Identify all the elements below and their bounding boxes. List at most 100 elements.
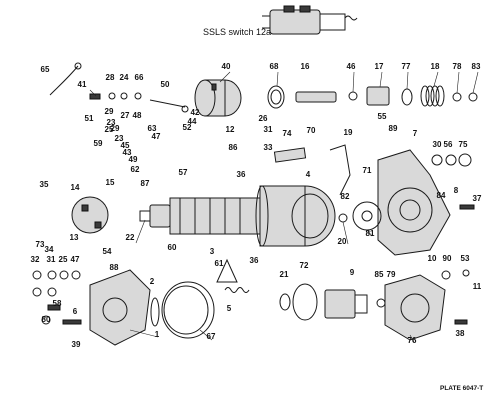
callout-3: 3: [210, 247, 215, 256]
callout-67: 67: [207, 332, 216, 341]
callout-62: 62: [131, 165, 140, 174]
callout-25: 25: [59, 255, 68, 264]
callout-47: 47: [152, 132, 161, 141]
callout-31: 31: [264, 125, 273, 134]
lead-wire: [49, 65, 79, 96]
callout-51: 51: [85, 114, 94, 123]
callout-4: 4: [306, 170, 311, 179]
callout-8: 8: [454, 186, 459, 195]
callout-37: 37: [473, 194, 482, 203]
callout-7: 7: [413, 129, 418, 138]
callout-27: 27: [121, 111, 130, 120]
callout-84: 84: [437, 191, 446, 200]
callout-56: 56: [444, 140, 453, 149]
callout-65: 65: [41, 65, 50, 74]
callout-82: 82: [341, 192, 350, 201]
callout-15: 15: [106, 178, 115, 187]
callout-18: 18: [431, 62, 440, 71]
callout-17: 17: [375, 62, 384, 71]
callout-28: 28: [106, 73, 115, 82]
callout-81: 81: [366, 229, 375, 238]
callout-80: 80: [42, 315, 51, 324]
callout-16: 16: [301, 62, 310, 71]
callout-19: 19: [344, 128, 353, 137]
callout-1: 1: [155, 330, 160, 339]
callout-52: 52: [183, 123, 192, 132]
callout-71: 71: [363, 166, 372, 175]
callout-14: 14: [71, 183, 80, 192]
callout-70: 70: [307, 126, 316, 135]
callout-83: 83: [472, 62, 481, 71]
solenoid-body: [194, 79, 242, 117]
nose-housing: [384, 274, 446, 341]
callout-48: 48: [133, 111, 142, 120]
callout-89: 89: [389, 124, 398, 133]
shift-lever: [329, 144, 351, 196]
callout-47: 47: [71, 255, 80, 264]
callout-29: 29: [105, 107, 114, 116]
callout-74: 74: [283, 129, 292, 138]
callout-25: 25: [105, 125, 114, 134]
callout-46: 46: [347, 62, 356, 71]
return-spring: [224, 287, 250, 293]
callout-2: 2: [150, 277, 155, 286]
callout-57: 57: [179, 168, 188, 177]
callout-10: 10: [428, 254, 437, 263]
callout-50: 50: [161, 80, 170, 89]
callout-59: 59: [94, 139, 103, 148]
callout-40: 40: [222, 62, 231, 71]
callout-30: 30: [433, 140, 442, 149]
callout-79: 79: [387, 270, 396, 279]
callout-66: 66: [135, 73, 144, 82]
callout-75: 75: [459, 140, 468, 149]
callout-6: 6: [73, 307, 78, 316]
brush-holder: [71, 196, 109, 234]
callout-44: 44: [188, 117, 197, 126]
callout-20: 20: [338, 237, 347, 246]
commutator-end-housing: [377, 149, 451, 256]
callout-86: 86: [229, 143, 238, 152]
ssls-switch-illustration: [262, 5, 358, 35]
plate-label: PLATE 6047-T: [440, 385, 483, 392]
callout-88: 88: [110, 263, 119, 272]
callout-41: 41: [78, 80, 87, 89]
callout-12: 12: [226, 125, 235, 134]
callout-13: 13: [70, 233, 79, 242]
callout-43: 43: [123, 148, 132, 157]
callout-31: 31: [47, 255, 56, 264]
callout-33: 33: [264, 143, 273, 152]
callout-29: 29: [111, 124, 120, 133]
callout-24: 24: [120, 73, 129, 82]
callout-9: 9: [350, 268, 355, 277]
callout-38: 38: [456, 329, 465, 338]
callout-49: 49: [129, 155, 138, 164]
callout-85: 85: [375, 270, 384, 279]
callout-78: 78: [453, 62, 462, 71]
callout-39: 39: [72, 340, 81, 349]
callout-26: 26: [259, 114, 268, 123]
callout-61: 61: [215, 259, 224, 268]
callout-36: 36: [250, 256, 259, 265]
callout-76: 76: [408, 336, 417, 345]
callout-90: 90: [443, 254, 452, 263]
callout-54: 54: [103, 247, 112, 256]
callout-36: 36: [237, 170, 246, 179]
callout-60: 60: [168, 243, 177, 252]
callout-73: 73: [36, 240, 45, 249]
callout-32: 32: [31, 255, 40, 264]
callout-77: 77: [402, 62, 411, 71]
drive-end-housing: [89, 269, 151, 346]
callout-34: 34: [45, 245, 54, 254]
callout-53: 53: [461, 254, 470, 263]
callout-5: 5: [227, 304, 232, 313]
diagram-caption: SSLS switch 12a: [203, 27, 271, 37]
callout-55: 55: [378, 112, 387, 121]
callout-11: 11: [473, 282, 482, 291]
callout-68: 68: [270, 62, 279, 71]
callout-21: 21: [280, 270, 289, 279]
callout-63: 63: [148, 124, 157, 133]
spring-stack: [420, 85, 445, 107]
callout-42: 42: [191, 108, 200, 117]
